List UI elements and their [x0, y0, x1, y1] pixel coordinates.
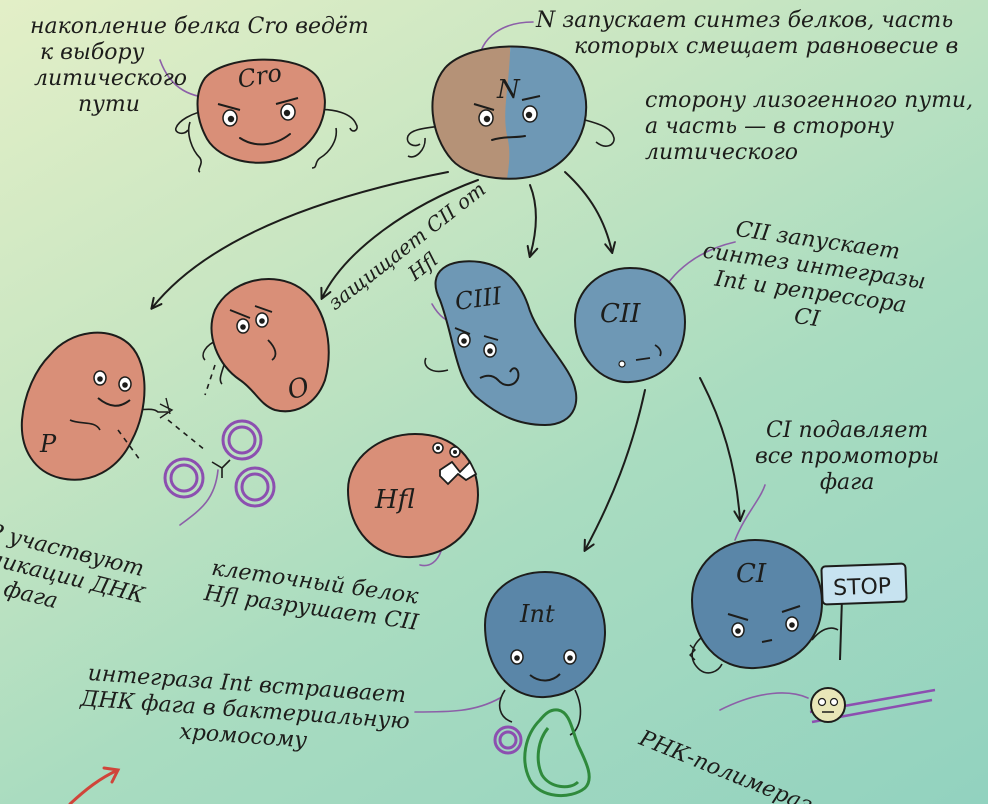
p-label: P [39, 430, 57, 458]
rna-polymerase [810, 688, 935, 722]
ciii-protein: CIII [425, 261, 576, 425]
arrow-icon [700, 378, 740, 520]
cii-protein: CII [575, 268, 685, 382]
ci-label: CI [736, 559, 767, 589]
cro-note: накопление белка Cro ведёт к выбору лити… [30, 14, 369, 118]
hfl-label: Hfl [374, 485, 415, 515]
stop-sign-icon: STOP [821, 564, 906, 605]
hfl-protein: Hfl [348, 434, 478, 557]
cii-label: CII [600, 299, 641, 329]
n-note: N запускает синтез белков, часть которых… [536, 8, 958, 60]
n-label: N [496, 75, 521, 105]
dna-ring-icon [165, 421, 274, 506]
ci-protein: CI [690, 540, 842, 673]
ci-note: CI подавляет все промоторы фага [755, 418, 939, 496]
arrow-icon [530, 185, 536, 256]
chromosome-icon [495, 710, 589, 796]
arrow-icon [585, 390, 645, 550]
arrow-icon [70, 768, 118, 804]
arrow-icon [565, 172, 612, 252]
int-label: Int [519, 600, 555, 628]
p-protein: P [22, 333, 172, 480]
int-protein: Int [485, 572, 605, 735]
stop-sign-label: STOP [833, 574, 892, 601]
n-note-continued: сторону лизогенного пути, а часть — в ст… [645, 88, 973, 166]
o-protein: O [203, 279, 329, 411]
